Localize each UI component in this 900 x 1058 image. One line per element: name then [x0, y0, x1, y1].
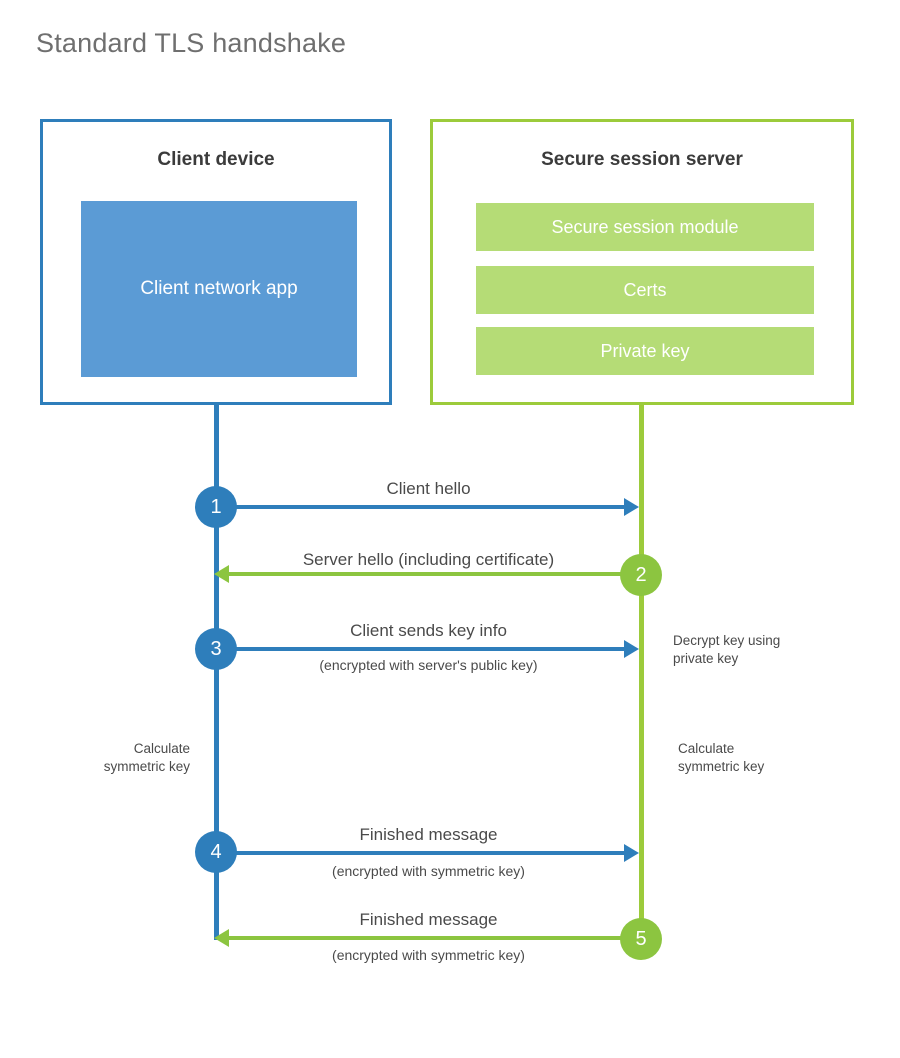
step-5-arrow-line — [228, 936, 641, 940]
step-4-sublabel: (encrypted with symmetric key) — [332, 863, 525, 879]
server-component-label: Secure session module — [551, 216, 739, 237]
step-3-marker: 3 — [195, 628, 237, 670]
step-2-marker: 2 — [620, 554, 662, 596]
server-decrypt-note-line2: private key — [673, 651, 739, 667]
server-component-private-key: Private key — [476, 327, 814, 375]
server-calculate-note-line1: Calculate — [678, 741, 735, 756]
step-3-arrow-line — [216, 647, 626, 651]
secure-session-server-box: Secure session server Secure session mod… — [430, 119, 854, 405]
step-5-sublabel: (encrypted with symmetric key) — [332, 947, 525, 963]
step-5-arrow-head-icon — [214, 929, 229, 947]
step-1-marker: 1 — [195, 486, 237, 528]
step-3-sublabel: (encrypted with server's public key) — [319, 657, 538, 673]
step-2-arrow-line — [228, 572, 641, 576]
client-network-app-block: Client network app — [81, 201, 357, 377]
client-calculate-symmetric-key-note: Calculate symmetric key — [20, 740, 190, 776]
secure-session-server-title: Secure session server — [541, 149, 743, 170]
step-3-arrow-head-icon — [624, 640, 639, 658]
step-5-marker: 5 — [620, 918, 662, 960]
server-decrypt-note-line1: Decrypt key using — [673, 633, 781, 648]
step-4-label: Finished message — [359, 825, 498, 844]
step-2-label: Server hello (including certificate) — [302, 550, 555, 569]
server-calculate-note-line2: symmetric key — [678, 759, 765, 775]
client-calculate-note-line2: symmetric key — [103, 759, 190, 775]
step-3-label: Client sends key info — [350, 621, 507, 640]
step-4-arrow-head-icon — [624, 844, 639, 862]
step-5-label: Finished message — [359, 910, 498, 929]
step-1-label: Client hello — [386, 479, 471, 498]
server-lifeline — [639, 402, 644, 939]
step-4-marker: 4 — [195, 831, 237, 873]
server-component-certs: Certs — [476, 266, 814, 314]
client-network-app-label: Client network app — [140, 278, 298, 300]
step-4-arrow-line — [216, 851, 626, 855]
client-device-title: Client device — [157, 149, 275, 170]
server-decrypt-note: Decrypt key using private key — [673, 632, 863, 668]
step-1-arrow-line — [216, 505, 626, 509]
client-device-box: Client device Client network app — [40, 119, 392, 405]
server-component-secure-session-module: Secure session module — [476, 203, 814, 251]
client-lifeline — [214, 402, 219, 940]
server-calculate-symmetric-key-note: Calculate symmetric key — [678, 740, 868, 776]
server-component-label: Private key — [600, 340, 690, 361]
step-2-arrow-head-icon — [214, 565, 229, 583]
client-calculate-note-line1: Calculate — [133, 741, 190, 756]
step-1-arrow-head-icon — [624, 498, 639, 516]
server-component-label: Certs — [623, 279, 667, 300]
page-title: Standard TLS handshake — [36, 28, 347, 58]
